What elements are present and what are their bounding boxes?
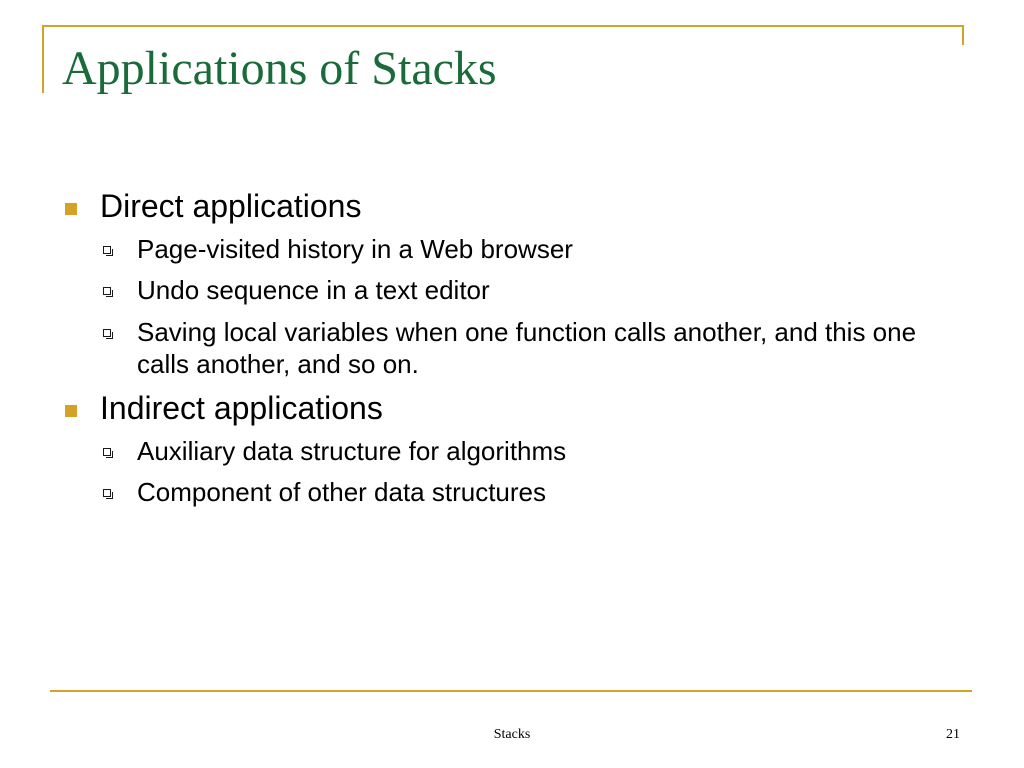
list-item: Saving local variables when one function… [62, 316, 962, 381]
section-heading: Indirect applications [100, 389, 383, 426]
list-item: Auxiliary data structure for algorithms [62, 435, 962, 468]
shadowed-square-bullet-icon [103, 287, 113, 298]
filled-square-bullet-icon [65, 203, 77, 215]
list-item: Component of other data structures [62, 476, 962, 509]
page-number: 21 [946, 727, 960, 742]
list-item-text: Page-visited history in a Web browser [137, 233, 573, 264]
right-frame-line [962, 25, 964, 45]
shadowed-square-bullet-icon [103, 328, 113, 339]
footer-label: Stacks [493, 727, 531, 742]
shadowed-square-bullet-icon [103, 245, 113, 256]
footer-divider [50, 690, 972, 692]
filled-square-bullet-icon [65, 404, 77, 417]
list-item: Page-visited history in a Web browser [62, 233, 962, 266]
shadowed-square-bullet-icon [103, 489, 113, 500]
shadowed-square-bullet-icon [103, 447, 113, 458]
slide-content: Direct applications Page-visited history… [62, 188, 962, 518]
slide-title: Applications of Stacks [62, 42, 497, 95]
top-frame-line [43, 25, 963, 27]
list-item: Undo sequence in a text editor [62, 274, 962, 307]
left-frame-line [42, 25, 44, 93]
list-item-text: Auxiliary data structure for algorithms [137, 435, 567, 466]
section-heading: Direct applications [100, 188, 362, 224]
section-indirect-applications: Indirect applications [62, 390, 962, 427]
list-item-text: Saving local variables when one function… [137, 316, 917, 380]
list-item-text: Component of other data structures [137, 477, 547, 508]
list-item-text: Undo sequence in a text editor [137, 275, 490, 306]
section-direct-applications: Direct applications [62, 188, 962, 225]
